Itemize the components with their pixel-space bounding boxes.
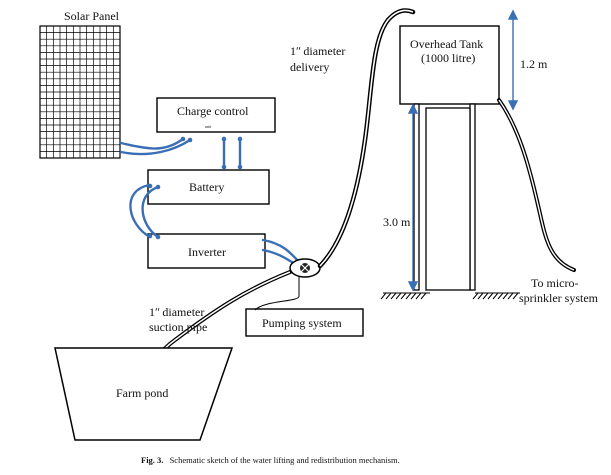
tank-stand-column <box>425 107 471 291</box>
solar-panel-grid <box>40 26 120 158</box>
charge-control-box <box>156 97 276 133</box>
solar-panel-label: Solar Panel <box>64 9 120 23</box>
pump-icon <box>289 258 321 278</box>
suction-pipe-label: suction pipe <box>149 320 207 334</box>
tank-stand-post-left <box>413 103 420 291</box>
inverter-box <box>147 233 266 269</box>
micro-sprinkler-label-2: sprinkler system <box>519 291 599 305</box>
delivery-pipe-inner <box>319 9 414 267</box>
charge-control-sublabel: unit <box>205 124 212 129</box>
inverter-label: Inverter <box>188 245 226 259</box>
battery-label: Battery <box>189 180 224 194</box>
wire-terminals <box>147 136 243 240</box>
dimension-arrows <box>407 9 519 292</box>
ground-hatch <box>380 292 520 300</box>
outlet-pipe <box>497 98 576 272</box>
micro-sprinkler-label-1: To micro- <box>531 276 578 290</box>
suction-diameter-label: 1ʺ diameter <box>149 305 204 319</box>
delivery-label: delivery <box>290 60 329 74</box>
stand-height-label: 3.0 m <box>383 215 411 229</box>
pumping-system-label: Pumping system <box>262 316 342 330</box>
pumping-system-box <box>245 308 364 337</box>
tank-height-label: 1.2 m <box>520 57 548 71</box>
outlet-pipe-inner <box>498 99 575 271</box>
delivery-diameter-label: 1ʺ diameter <box>290 44 345 58</box>
charge-control-label: Charge control <box>177 104 249 118</box>
farm-pond <box>54 347 234 441</box>
tank-stand-post-right <box>469 103 476 291</box>
battery-box <box>147 169 270 205</box>
figure-caption-lead: Fig. 3. <box>141 455 163 465</box>
solar-panel <box>39 25 121 159</box>
pump-label-leader <box>254 295 300 311</box>
farm-pond-label: Farm pond <box>116 386 168 400</box>
overhead-tank-label: Overhead Tank <box>410 37 483 51</box>
overhead-tank <box>399 25 500 105</box>
figure-caption: Fig. 3. Schematic sketch of the water li… <box>141 455 400 465</box>
overhead-tank-capacity: (1000 litre) <box>421 51 475 65</box>
figure-caption-text: Schematic sketch of the water lifting an… <box>170 455 400 465</box>
